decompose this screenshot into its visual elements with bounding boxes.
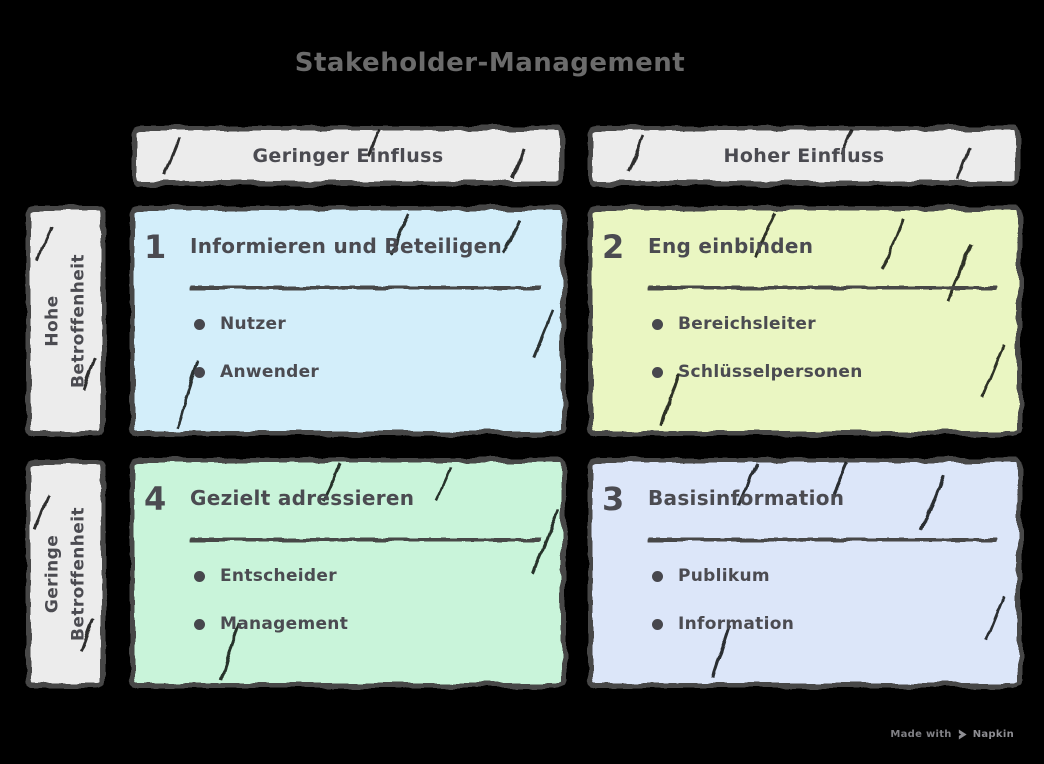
list-item: Publikum xyxy=(652,564,998,588)
header-background xyxy=(132,126,564,186)
bullet-list: Publikum Information xyxy=(652,564,998,636)
list-item-label: Anwender xyxy=(220,362,320,382)
bullet-dot-icon xyxy=(194,618,205,630)
quadrant-number: 1 xyxy=(144,228,167,266)
divider-line xyxy=(190,286,542,290)
quadrant-title: Gezielt adressieren xyxy=(190,486,415,510)
row-header-line: Hohe xyxy=(42,295,63,347)
watermark: Made with Napkin xyxy=(890,729,1014,740)
divider-line xyxy=(190,538,542,542)
list-item-label: Schlüsselpersonen xyxy=(678,362,863,382)
bullet-dot-icon xyxy=(652,570,663,582)
quadrant-title: Eng einbinden xyxy=(648,234,814,258)
bullet-dot-icon xyxy=(194,570,205,582)
bullet-dot-icon xyxy=(652,618,663,630)
watermark-brand: Napkin xyxy=(972,729,1014,740)
bullet-list: Bereichsleiter Schlüsselpersonen xyxy=(652,312,998,384)
list-item-label: Information xyxy=(678,614,795,634)
row-header-geringe-betroffenheit: Geringe Betroffenheit xyxy=(24,458,108,690)
list-item-label: Management xyxy=(220,614,349,634)
watermark-prefix: Made with xyxy=(890,729,952,740)
list-item: Bereichsleiter xyxy=(652,312,998,336)
divider-line xyxy=(648,538,998,542)
divider-line xyxy=(648,286,998,290)
row-header-line: Geringe xyxy=(42,534,63,614)
quadrant-informieren-und-beteiligen: 1 Informieren und Beteiligen Nutzer Anwe… xyxy=(128,204,568,438)
list-item: Nutzer xyxy=(194,312,542,336)
list-item: Schlüsselpersonen xyxy=(652,360,998,384)
bullet-dot-icon xyxy=(194,318,205,330)
bullet-list: Nutzer Anwender xyxy=(194,312,542,384)
list-item: Anwender xyxy=(194,360,542,384)
row-header-hohe-betroffenheit: Hohe Betroffenheit xyxy=(24,204,108,438)
list-item-label: Publikum xyxy=(678,566,770,586)
header-background xyxy=(588,126,1020,186)
bullet-dot-icon xyxy=(194,366,205,378)
row-header-background xyxy=(26,460,106,688)
list-item: Management xyxy=(194,612,542,636)
quadrant-title: Informieren und Beteiligen xyxy=(190,234,503,258)
quadrant-number: 2 xyxy=(602,228,625,266)
list-item-label: Entscheider xyxy=(220,566,337,586)
napkin-logo-icon xyxy=(957,729,968,740)
row-header-line: Betroffenheit xyxy=(69,254,89,388)
page-title: Stakeholder-Management xyxy=(294,48,686,78)
column-header-label: Geringer Einfluss xyxy=(252,145,444,167)
list-item-label: Nutzer xyxy=(220,314,287,334)
column-header-geringer-einfluss: Geringer Einfluss xyxy=(130,124,566,188)
quadrant-background xyxy=(588,206,1022,436)
bullet-dot-icon xyxy=(652,366,663,378)
list-item-label: Bereichsleiter xyxy=(678,314,816,334)
quadrant-eng-einbinden: 2 Eng einbinden Bereichsleiter Schlüssel… xyxy=(586,204,1024,438)
quadrant-title: Basisinformation xyxy=(648,486,845,510)
list-item: Entscheider xyxy=(194,564,542,588)
row-header-line: Betroffenheit xyxy=(69,507,89,641)
list-item: Information xyxy=(652,612,998,636)
quadrant-number: 3 xyxy=(602,480,625,518)
quadrant-gezielt-adressieren: 4 Gezielt adressieren Entscheider Manage… xyxy=(128,456,568,690)
row-header-background xyxy=(26,206,106,436)
row-header-label: Hohe Betroffenheit xyxy=(40,254,93,388)
column-header-label: Hoher Einfluss xyxy=(723,145,885,167)
row-header-label: Geringe Betroffenheit xyxy=(40,507,93,641)
column-header-hoher-einfluss: Hoher Einfluss xyxy=(586,124,1022,188)
quadrant-number: 4 xyxy=(144,480,167,518)
quadrant-basisinformation: 3 Basisinformation Publikum Information xyxy=(586,456,1024,690)
bullet-list: Entscheider Management xyxy=(194,564,542,636)
bullet-dot-icon xyxy=(652,318,663,330)
